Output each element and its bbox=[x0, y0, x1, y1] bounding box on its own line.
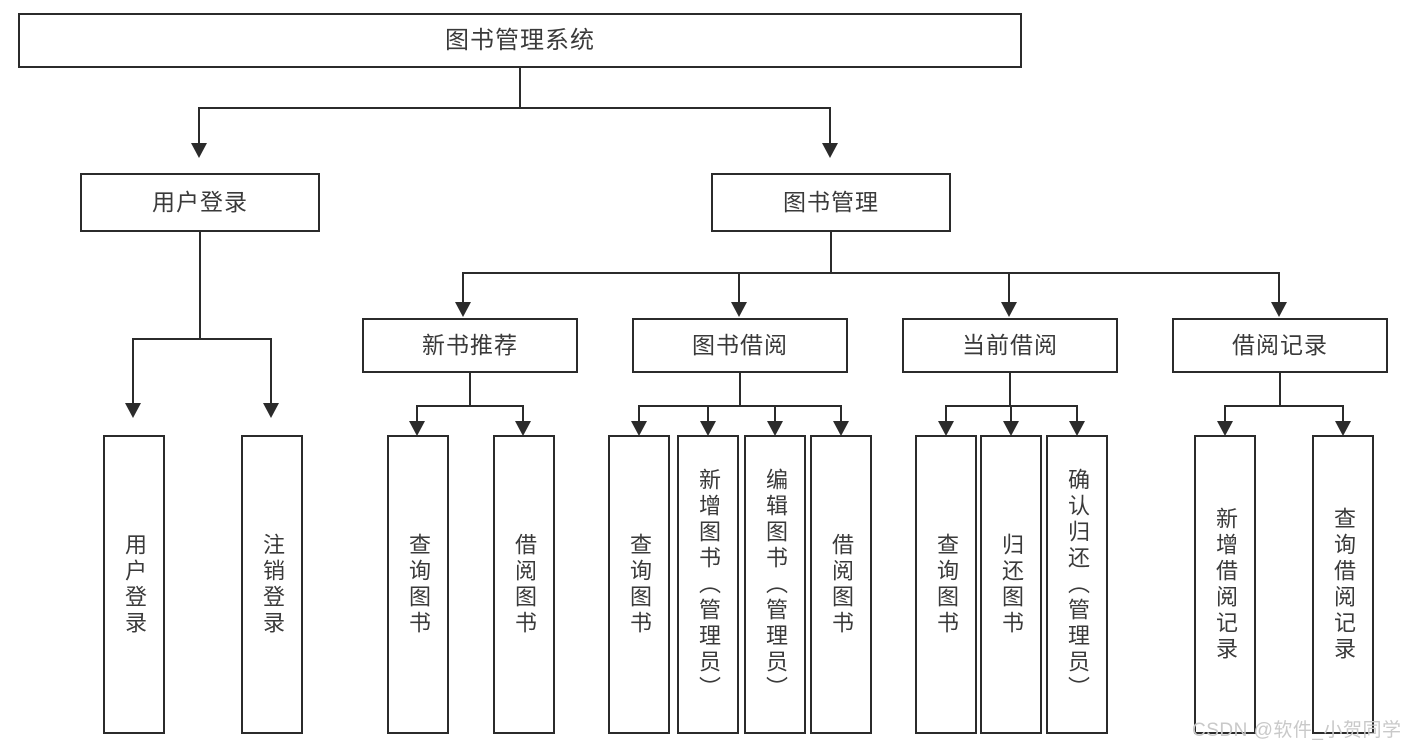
leaf-cb-query-book[interactable]: 查询图书 bbox=[915, 435, 977, 734]
arrowhead-leaf-user-login bbox=[125, 403, 141, 418]
connector-cb-drop-3 bbox=[1076, 405, 1078, 423]
node-root-system[interactable]: 图书管理系统 bbox=[18, 13, 1022, 68]
connector-cb-drop-1 bbox=[945, 405, 947, 423]
connector-bb-stem bbox=[739, 373, 741, 406]
connector-root-drop-right bbox=[829, 107, 831, 145]
arrowhead-bb-leaf-4 bbox=[833, 421, 849, 436]
node-new-book-recommend[interactable]: 新书推荐 bbox=[362, 318, 578, 373]
leaf-br-query-record[interactable]: 查询借阅记录 bbox=[1312, 435, 1374, 734]
arrowhead-book-borrow bbox=[731, 302, 747, 317]
node-label: 归还图书 bbox=[999, 532, 1024, 637]
node-label: 当前借阅 bbox=[962, 332, 1058, 359]
leaf-nbr-query-book[interactable]: 查询图书 bbox=[387, 435, 449, 734]
connector-book-manage-bus bbox=[462, 272, 1280, 274]
arrowhead-cb-leaf-1 bbox=[938, 421, 954, 436]
leaf-bb-add-book-admin[interactable]: 新增图书（管理员） bbox=[677, 435, 739, 734]
leaf-logout[interactable]: 注销登录 bbox=[241, 435, 303, 734]
node-label: 图书管理 bbox=[783, 189, 879, 216]
connector-br-bus bbox=[1224, 405, 1344, 407]
leaf-cb-return-book[interactable]: 归还图书 bbox=[980, 435, 1042, 734]
leaf-bb-query-book[interactable]: 查询图书 bbox=[608, 435, 670, 734]
node-label: 借阅记录 bbox=[1232, 332, 1328, 359]
connector-br-drop-2 bbox=[1342, 405, 1344, 423]
arrowhead-cb-leaf-2 bbox=[1003, 421, 1019, 436]
node-label: 新增借阅记录 bbox=[1213, 506, 1238, 663]
connector-l3-drop-2 bbox=[738, 272, 740, 303]
connector-nbr-drop-2 bbox=[522, 405, 524, 423]
leaf-nbr-borrow-book[interactable]: 借阅图书 bbox=[493, 435, 555, 734]
arrowhead-user-login bbox=[191, 143, 207, 158]
node-user-login[interactable]: 用户登录 bbox=[80, 173, 320, 232]
node-label: 借阅图书 bbox=[512, 532, 537, 637]
node-label: 确认归还（管理员） bbox=[1065, 467, 1090, 702]
node-label: 查询图书 bbox=[406, 532, 431, 637]
connector-cb-stem bbox=[1009, 373, 1011, 406]
connector-nbr-drop-1 bbox=[416, 405, 418, 423]
connector-l3-drop-4 bbox=[1278, 272, 1280, 303]
arrowhead-nbr-leaf-2 bbox=[515, 421, 531, 436]
connector-bb-drop-2 bbox=[707, 405, 709, 423]
arrowhead-borrow-record bbox=[1271, 302, 1287, 317]
arrowhead-bb-leaf-2 bbox=[700, 421, 716, 436]
node-label: 查询图书 bbox=[627, 532, 652, 637]
node-label: 图书借阅 bbox=[692, 332, 788, 359]
connector-nbr-stem bbox=[469, 373, 471, 406]
node-label: 图书管理系统 bbox=[445, 26, 595, 54]
leaf-br-add-record[interactable]: 新增借阅记录 bbox=[1194, 435, 1256, 734]
connector-bb-bus bbox=[638, 405, 842, 407]
node-label: 新书推荐 bbox=[422, 332, 518, 359]
connector-user-login-stem bbox=[199, 232, 201, 339]
connector-book-manage-stem bbox=[830, 232, 832, 273]
node-label: 新增图书（管理员） bbox=[696, 467, 721, 702]
node-label: 借阅图书 bbox=[829, 532, 854, 637]
node-book-manage[interactable]: 图书管理 bbox=[711, 173, 951, 232]
leaf-bb-borrow-book[interactable]: 借阅图书 bbox=[810, 435, 872, 734]
connector-cb-drop-2 bbox=[1010, 405, 1012, 423]
arrowhead-nbr-leaf-1 bbox=[409, 421, 425, 436]
node-current-borrow[interactable]: 当前借阅 bbox=[902, 318, 1118, 373]
node-label: 查询图书 bbox=[934, 532, 959, 637]
connector-user-login-drop-1 bbox=[132, 338, 134, 404]
connector-root-stem bbox=[519, 68, 521, 108]
connector-bb-drop-4 bbox=[840, 405, 842, 423]
node-label: 用户登录 bbox=[122, 532, 147, 637]
arrowhead-br-leaf-1 bbox=[1217, 421, 1233, 436]
arrowhead-bb-leaf-1 bbox=[631, 421, 647, 436]
node-borrow-record[interactable]: 借阅记录 bbox=[1172, 318, 1388, 373]
connector-bb-drop-3 bbox=[774, 405, 776, 423]
connector-user-login-drop-2 bbox=[270, 338, 272, 404]
node-label: 注销登录 bbox=[260, 532, 285, 637]
connector-user-login-bus bbox=[132, 338, 271, 340]
arrowhead-new-book-recommend bbox=[455, 302, 471, 317]
arrowhead-leaf-logout bbox=[263, 403, 279, 418]
arrowhead-br-leaf-2 bbox=[1335, 421, 1351, 436]
node-label: 用户登录 bbox=[152, 189, 248, 216]
node-label: 查询借阅记录 bbox=[1331, 506, 1356, 663]
leaf-user-login[interactable]: 用户登录 bbox=[103, 435, 165, 734]
arrowhead-book-manage bbox=[822, 143, 838, 158]
connector-l3-drop-1 bbox=[462, 272, 464, 303]
connector-l3-drop-3 bbox=[1008, 272, 1010, 303]
connector-br-stem bbox=[1279, 373, 1281, 406]
arrowhead-cb-leaf-3 bbox=[1069, 421, 1085, 436]
arrowhead-current-borrow bbox=[1001, 302, 1017, 317]
connector-br-drop-1 bbox=[1224, 405, 1226, 423]
arrowhead-bb-leaf-3 bbox=[767, 421, 783, 436]
connector-bb-drop-1 bbox=[638, 405, 640, 423]
connector-root-bus bbox=[198, 107, 831, 109]
node-label: 编辑图书（管理员） bbox=[763, 467, 788, 702]
connector-nbr-bus bbox=[416, 405, 524, 407]
leaf-bb-edit-book-admin[interactable]: 编辑图书（管理员） bbox=[744, 435, 806, 734]
connector-root-drop-left bbox=[198, 107, 200, 145]
node-book-borrow[interactable]: 图书借阅 bbox=[632, 318, 848, 373]
leaf-cb-confirm-return-admin[interactable]: 确认归还（管理员） bbox=[1046, 435, 1108, 734]
